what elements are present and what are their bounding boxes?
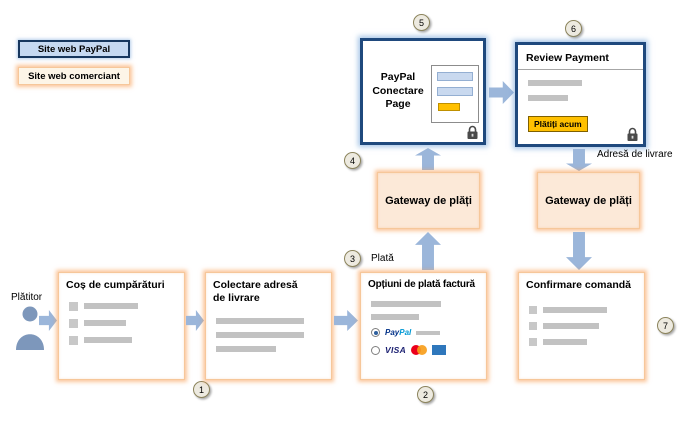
- paypal-login-page-box: PayPal Conectare Page: [360, 38, 486, 145]
- item-thumb: [69, 335, 78, 345]
- placeholder-bar: [84, 320, 126, 327]
- step-badge-1: 1: [193, 381, 210, 398]
- item-thumb: [529, 305, 537, 314]
- address-title: Colectare adresă de livrare: [213, 279, 298, 304]
- step-badge-3: 3: [344, 250, 361, 267]
- username-field-placeholder: [437, 72, 473, 81]
- pay-now-button: Plătiți acum: [528, 116, 588, 132]
- review-payment-page-box: Review Payment Plătiți acum: [515, 42, 646, 147]
- summary-row: [529, 321, 644, 330]
- lock-icon: [467, 125, 478, 139]
- legend-paypal-site: Site web PayPal: [18, 40, 130, 58]
- lock-icon: [627, 127, 638, 141]
- placeholder-bar: [416, 330, 441, 335]
- arrow-address-to-payment: [334, 310, 358, 331]
- payment-gateway-left-box: Gateway de plăți: [377, 172, 480, 229]
- cart-title: Coș de cumpărături: [66, 279, 165, 291]
- placeholder-bar: [528, 80, 582, 86]
- payer-person-icon: [16, 306, 44, 350]
- paypal-logo: PayPal: [385, 327, 412, 337]
- step-badge-4: 4: [344, 152, 361, 169]
- amex-logo: [432, 345, 447, 355]
- item-thumb: [529, 321, 537, 330]
- placeholder-bar: [216, 332, 304, 339]
- legend-paypal-label: Site web PayPal: [37, 43, 111, 55]
- confirmation-title: Confirmare comandă: [526, 279, 632, 291]
- step-badge-2: 2: [417, 386, 434, 403]
- shipping-address-label: Adresă de livrare: [597, 149, 673, 160]
- password-field-placeholder: [437, 87, 473, 96]
- summary-row: [529, 305, 644, 314]
- arrow-gateway-to-login: [415, 148, 441, 170]
- legend-merchant-site: Site web comerciant: [18, 67, 130, 85]
- arrow-gateway-to-confirm: [566, 232, 592, 270]
- gateway-right-title: Gateway de plăți: [545, 194, 632, 207]
- cart-item-row: [69, 301, 184, 311]
- paypal-option-row: PayPal: [371, 328, 486, 337]
- placeholder-bar: [84, 337, 132, 344]
- arrow-cart-to-address: [186, 310, 204, 331]
- paypal-radio: [371, 328, 380, 337]
- payer-label: Plătitor: [11, 292, 43, 303]
- visa-logo: VISA: [385, 344, 407, 355]
- placeholder-bar: [216, 346, 276, 353]
- step-6-number: 6: [570, 23, 576, 34]
- placeholder-bar: [216, 318, 304, 325]
- arrow-review-to-gateway: [566, 149, 592, 171]
- placeholder-bar: [543, 306, 607, 313]
- step-badge-5: 5: [413, 14, 430, 31]
- login-button-placeholder: [438, 103, 460, 111]
- step-4-number: 4: [349, 155, 355, 166]
- order-confirmation-box: Confirmare comandă: [518, 272, 645, 380]
- payment-options-title: Opțiuni de plată factură: [368, 279, 475, 290]
- placeholder-bar: [84, 303, 138, 310]
- cart-item-row: [69, 335, 184, 345]
- login-form-mockup: [431, 65, 479, 123]
- shopping-cart-box: Coș de cumpărături: [58, 272, 185, 380]
- summary-row: [529, 337, 644, 346]
- paypal-login-page-title: PayPal Conectare Page: [372, 71, 424, 111]
- payment-label: Plată: [371, 253, 394, 264]
- gateway-left-title: Gateway de plăți: [385, 194, 472, 207]
- placeholder-bar: [543, 338, 587, 345]
- placeholder-bar: [371, 314, 419, 320]
- paypal-logo-pay: Pay: [385, 327, 400, 337]
- item-thumb: [529, 337, 537, 346]
- step-1-number: 1: [198, 384, 204, 395]
- card-option-row: VISA: [371, 345, 486, 355]
- item-thumb: [69, 301, 78, 311]
- payment-gateway-right-box: Gateway de plăți: [537, 172, 640, 229]
- placeholder-bar: [371, 301, 441, 307]
- review-payment-title: Review Payment: [518, 45, 643, 70]
- paypal-logo-pal: Pal: [399, 327, 412, 337]
- step-badge-6: 6: [565, 20, 582, 37]
- legend-merchant-label: Site web comerciant: [28, 70, 120, 82]
- cart-item-row: [69, 318, 184, 328]
- item-thumb: [69, 318, 78, 328]
- arrow-payment-to-gateway: [415, 232, 441, 270]
- placeholder-bar: [528, 95, 568, 101]
- step-badge-7: 7: [657, 317, 674, 334]
- step-2-number: 2: [422, 389, 428, 400]
- payment-options-box: Opțiuni de plată factură PayPal VISA: [360, 272, 487, 380]
- placeholder-bar: [543, 322, 599, 329]
- arrow-login-to-review: [489, 81, 514, 104]
- step-5-number: 5: [418, 17, 424, 28]
- address-collection-box: Colectare adresă de livrare: [205, 272, 332, 380]
- card-radio: [371, 345, 380, 355]
- step-3-number: 3: [349, 253, 355, 264]
- step-7-number: 7: [662, 320, 668, 331]
- mastercard-logo: [411, 345, 428, 355]
